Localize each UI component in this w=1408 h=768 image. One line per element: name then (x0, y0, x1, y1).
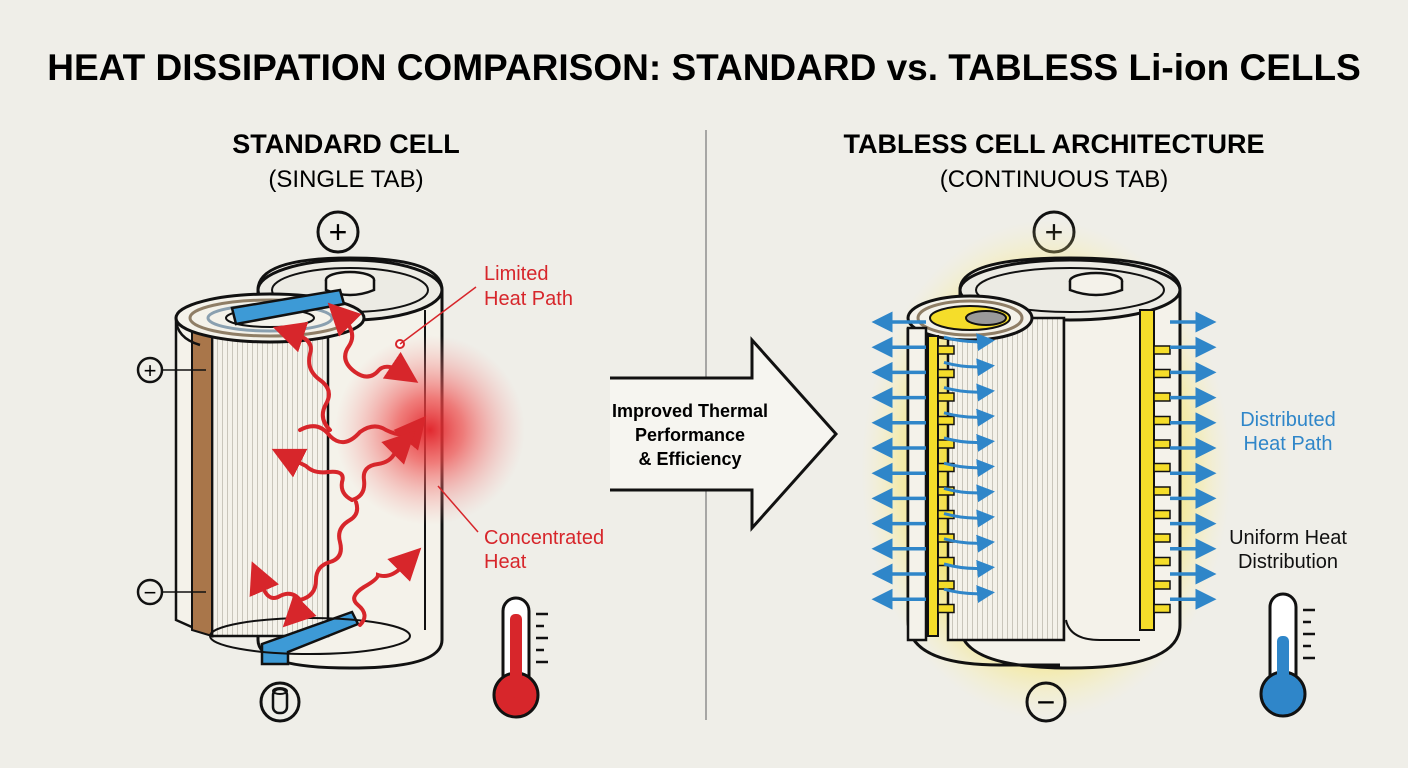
page-title: HEAT DISSIPATION COMPARISON: STANDARD vs… (47, 47, 1361, 88)
concentrated-heat-label-line1: Concentrated (484, 527, 604, 549)
limited-heat-arrows (249, 302, 427, 628)
standard-cell: + + − (136, 210, 604, 723)
left-tab-tooth (937, 415, 955, 426)
right-tab-tooth (1153, 345, 1171, 355)
concentrated-heat-label-line2: Heat (484, 551, 527, 573)
arrow-label-line1: Improved Thermal (612, 401, 768, 421)
improvement-arrow: Improved Thermal Performance & Efficienc… (610, 336, 839, 532)
right-tab-tooth (1153, 509, 1171, 520)
inner-heat-arrow (943, 333, 995, 352)
svg-text:−: − (1037, 684, 1056, 720)
distributed-heat-path-label-line1: Distributed (1240, 409, 1336, 431)
left-tab-tooth (937, 580, 955, 590)
left-tab-tooth (937, 345, 955, 355)
distributed-heat-path-label-line2: Heat Path (1244, 433, 1333, 455)
left-subheading: (SINGLE TAB) (268, 166, 423, 193)
right-tab-tooth (1153, 392, 1171, 402)
right-tab-tooth (1153, 462, 1171, 473)
inner-heat-arrow (943, 383, 995, 402)
inner-heat-arrow (943, 459, 995, 478)
left-tab-tooth (937, 603, 955, 614)
right-heading: TABLESS CELL ARCHITECTURE (843, 129, 1264, 159)
arrow-label-line3: & Efficiency (638, 449, 741, 469)
arrow-label-line2: Performance (635, 425, 745, 445)
inner-heat-arrow (943, 509, 995, 528)
left-side-positive-icon: + (136, 356, 206, 384)
right-continuous-tab (1153, 345, 1171, 614)
bottom-single-tab (260, 610, 360, 666)
right-tab-tooth (1153, 439, 1171, 449)
limited-heat-path-label-line1: Limited (484, 263, 548, 285)
tabless-cell: + − Distributed (861, 210, 1347, 723)
uniform-heat-label-line1: Uniform Heat (1229, 527, 1347, 549)
left-positive-terminal-icon: + (316, 210, 360, 254)
inner-heat-arrow (943, 559, 995, 578)
svg-text:+: + (144, 358, 157, 383)
right-tab-tooth (1153, 556, 1171, 567)
right-tab-tooth (1153, 580, 1171, 590)
inner-heat-arrow (943, 358, 995, 377)
inner-heat-arrow (943, 408, 995, 427)
bottom-cell-icon (259, 681, 301, 723)
inner-heat-arrow (943, 433, 995, 452)
svg-text:−: − (144, 580, 157, 605)
concentrated-heat-glow (335, 335, 525, 525)
right-tab-tooth (1153, 603, 1171, 614)
right-negative-terminal-icon: − (1025, 681, 1067, 723)
left-tab-tooth (937, 368, 955, 379)
left-side-negative-icon: − (136, 578, 206, 606)
left-heading: STANDARD CELL (232, 129, 459, 159)
distributed-heat-arrows (871, 311, 1217, 610)
uniform-heat-label-line2: Distribution (1238, 551, 1338, 573)
svg-text:+: + (329, 214, 348, 250)
inner-heat-arrow (943, 484, 995, 503)
left-tab-tooth (937, 392, 955, 402)
inner-heat-arrow (943, 534, 995, 553)
cool-thermometer-icon (1259, 592, 1315, 718)
right-tab-tooth (1153, 533, 1171, 543)
hot-thermometer-icon (492, 596, 548, 719)
right-tab-tooth (1153, 368, 1171, 379)
inner-heat-arrow (943, 585, 995, 604)
right-subheading: (CONTINUOUS TAB) (940, 166, 1168, 193)
right-tab-tooth (1153, 415, 1171, 426)
limited-heat-path-label-line2: Heat Path (484, 288, 573, 310)
right-tab-tooth (1153, 486, 1171, 496)
